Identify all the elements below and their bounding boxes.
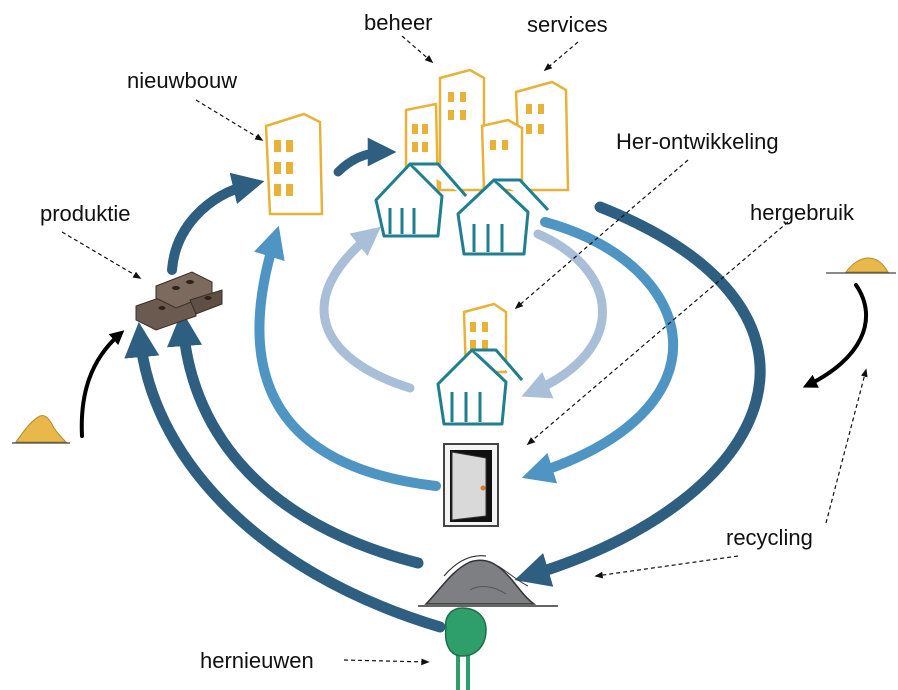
sand-pile-icon xyxy=(826,257,896,274)
arrow-herontwikkeling-right xyxy=(521,229,607,399)
tree-icon xyxy=(444,607,487,690)
label-nieuwbouw: nieuwbouw xyxy=(127,68,237,93)
bricks-icon xyxy=(135,271,223,331)
pointer-nieuwbouw xyxy=(195,99,264,141)
arrow-produktie-nieuwbouw xyxy=(167,172,265,275)
house-icon xyxy=(374,162,550,256)
label-services: services xyxy=(527,12,608,37)
arrow-nieuwbouw-beheer xyxy=(333,137,397,177)
arrow-hergebruik-left xyxy=(254,225,441,491)
labels: beheer services nieuwbouw produktie Her-… xyxy=(40,10,855,673)
label-herontwikkeling: Her-ontwikkeling xyxy=(616,129,779,154)
arrow-restmateriaal-recycling xyxy=(802,283,869,388)
pointer-produktie xyxy=(61,231,142,279)
arrow-herontwikkeling-left xyxy=(319,226,415,393)
label-recycling: recycling xyxy=(726,525,813,550)
pointer-recycling-left xyxy=(594,555,739,579)
arrow-hernieuwen xyxy=(124,321,446,633)
office-building-icon xyxy=(264,112,324,216)
pointer-beheer xyxy=(401,35,434,64)
door-icon xyxy=(443,443,499,527)
sand-pile-icon xyxy=(12,415,70,444)
arrow-recycling-right xyxy=(514,201,766,587)
cycle-arrows xyxy=(79,137,869,633)
arrow-hergebruik-right xyxy=(521,217,679,484)
arrow-recycling-left xyxy=(167,310,424,569)
pointer-hergebruik xyxy=(526,221,789,446)
label-hernieuwen: hernieuwen xyxy=(200,648,314,673)
arrow-grondstof-produktie xyxy=(79,330,125,438)
pointer-hernieuwen xyxy=(343,658,430,666)
pointer-herontwikkeling xyxy=(514,159,689,310)
pointer-recycling-up xyxy=(825,368,868,524)
label-pointers xyxy=(61,35,868,666)
house-icon xyxy=(436,348,524,426)
label-produktie: produktie xyxy=(40,201,131,226)
pointer-services xyxy=(543,41,579,72)
label-beheer: beheer xyxy=(364,10,433,35)
rubble-pile-icon xyxy=(418,555,558,607)
label-hergebruik: hergebruik xyxy=(750,200,855,225)
